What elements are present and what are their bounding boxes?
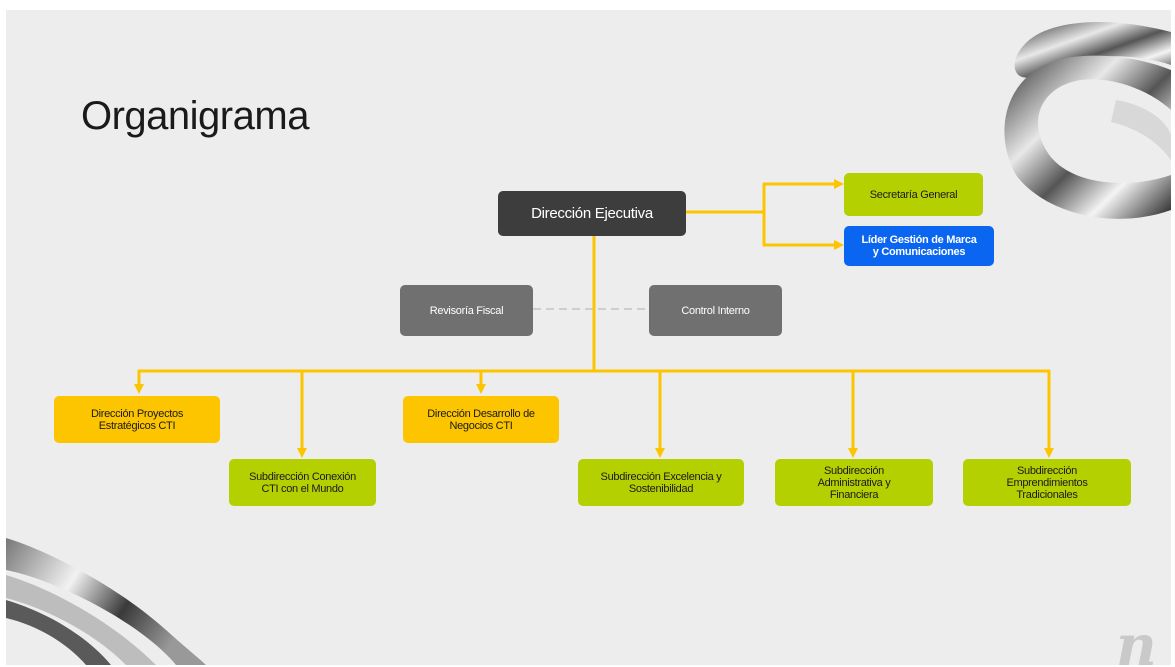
page-title: Organigrama [81,94,309,138]
decorative-ribbons [6,22,1171,665]
node-subdireccion-administrativa: Subdirección Administrativa y Financiera [775,459,933,506]
arrowhead [848,448,858,458]
node-control-interno: Control Interno [649,285,782,336]
brand-logo: n [1116,613,1157,665]
arrowhead [134,384,144,394]
node-lider-marca: Líder Gestión de Marca y Comunicaciones [844,226,994,266]
top-right-ring-decoration [1004,22,1171,219]
node-direccion-negocios: Dirección Desarrollo de Negocios CTI [403,396,559,443]
arrowhead [834,179,844,189]
slide: Organigrama Dirección Ejecutiva Secretar… [6,10,1171,665]
node-direccion-ejecutiva: Dirección Ejecutiva [498,191,686,236]
arrowhead [297,448,307,458]
arrowhead [476,384,486,394]
node-secretaria-general: Secretaría General [844,173,983,216]
connector-lines [134,179,1054,458]
node-direccion-proyectos: Dirección Proyectos Estratégicos CTI [54,396,220,443]
arrowhead [1044,448,1054,458]
node-subdireccion-excelencia: Subdirección Excelencia y Sostenibilidad [578,459,744,506]
arrowhead [834,240,844,250]
node-subdireccion-emprendimientos: Subdirección Emprendimientos Tradicional… [963,459,1131,506]
bottom-left-ribbon-decoration [6,538,206,665]
node-subdireccion-conexion: Subdirección Conexión CTI con el Mundo [229,459,376,506]
node-revisoria-fiscal: Revisoría Fiscal [400,285,533,336]
arrowhead [655,448,665,458]
